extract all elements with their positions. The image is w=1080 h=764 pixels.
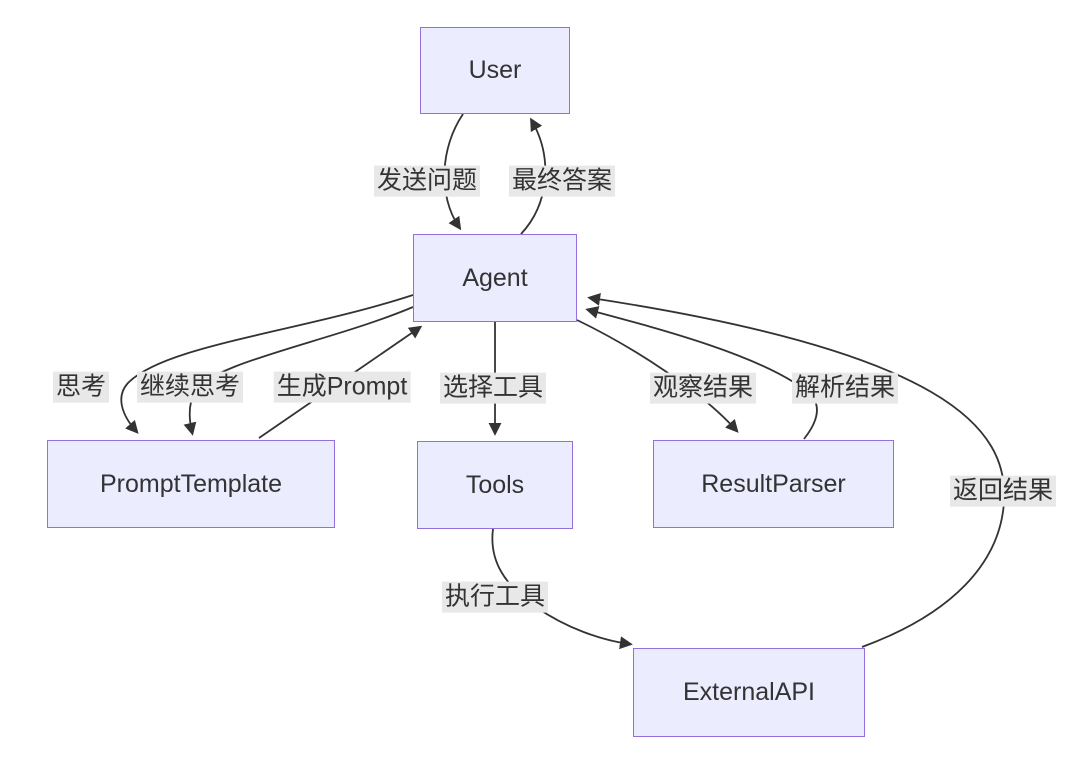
edge-agent-to-prompttemplate-think [120,294,414,434]
edge-label-observe-result: 观察结果 [649,372,757,404]
edge-externalapi-to-agent [587,292,1006,648]
edge-label-select-tool: 选择工具 [439,372,547,404]
edge-label-generate-prompt: 生成Prompt [273,371,411,403]
node-agent-label: Agent [462,263,528,292]
edge-label-continue-think: 继续思考 [136,371,244,403]
node-tools: Tools [417,441,573,529]
node-user: User [420,27,570,114]
node-external-api-label: ExternalAPI [682,678,815,706]
edge-label-return-result: 返回结果 [949,475,1057,507]
edge-label-parse-result: 解析结果 [791,372,899,404]
node-prompt-template: PromptTemplate [47,440,335,528]
edge-agent-to-resultparser [576,319,739,433]
node-result-parser-label: ResultParser [701,469,846,498]
edge-label-final-answer: 最终答案 [508,165,616,197]
edge-agent-to-prompttemplate-continue [183,306,414,436]
node-prompt-template-label: PromptTemplate [99,469,283,498]
edge-resultparser-to-agent [585,306,818,440]
node-result-parser: ResultParser [653,440,894,528]
node-tools-label: Tools [465,470,525,499]
edge-label-think: 思考 [52,371,110,403]
node-user-label: User [468,56,522,84]
edge-label-execute-tool: 执行工具 [441,581,549,613]
edge-label-send-question: 发送问题 [373,165,481,197]
node-external-api: ExternalAPI [633,648,865,737]
node-agent: Agent [413,234,577,322]
